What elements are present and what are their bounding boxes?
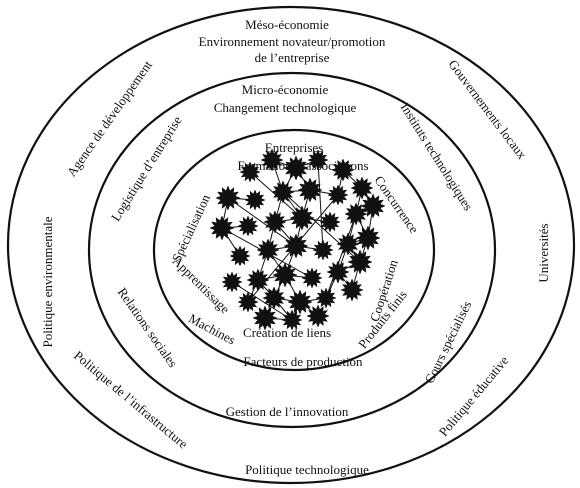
- network-node: [360, 193, 386, 219]
- label-relations: Relations sociales: [115, 285, 181, 370]
- network-node: [281, 309, 303, 331]
- outer-ellipse: [6, 5, 576, 485]
- network-node: [287, 289, 313, 315]
- network-node: [229, 245, 251, 267]
- meso-subtitle-1: Environnement novateur/promotion: [199, 34, 386, 49]
- label-politique-env: Politique environmentale: [40, 216, 55, 347]
- entreprises-subtitle: Formation d’associations: [237, 158, 368, 173]
- meso-title: Méso-économie: [245, 17, 329, 32]
- network-link: [325, 213, 357, 299]
- network-node: [260, 148, 284, 172]
- network-node: [246, 268, 270, 292]
- network-node: [283, 155, 309, 181]
- network-node: [239, 161, 261, 183]
- network-node: [256, 238, 280, 262]
- micro-title: Micro-économie: [242, 82, 329, 97]
- entreprises-title: Entreprises: [265, 140, 323, 155]
- network-node: [319, 211, 341, 233]
- network-node: [252, 305, 278, 331]
- network-node: [312, 239, 334, 261]
- micro-subtitle: Changement technologique: [214, 100, 357, 115]
- label-creation: Création de liens: [243, 325, 331, 340]
- network-node: [327, 184, 349, 206]
- label-facteurs: Facteurs de production: [243, 354, 363, 369]
- network-node: [350, 176, 374, 200]
- network-node: [331, 158, 355, 182]
- network-node: [307, 149, 329, 171]
- label-logistique: Logistique d’entreprise: [108, 113, 185, 224]
- network-node: [271, 180, 295, 204]
- network-node: [209, 215, 235, 241]
- meso-subtitle-2: de l’entreprise: [255, 50, 330, 65]
- label-universites: Universités: [536, 223, 551, 282]
- network-link: [227, 197, 297, 247]
- network-node: [326, 260, 350, 284]
- network-node: [221, 271, 243, 293]
- label-specialisation: Spécialisation: [169, 191, 214, 264]
- network-cluster: [209, 148, 386, 331]
- network-node: [297, 177, 323, 203]
- label-apprentissage: Apprentissage: [170, 253, 233, 316]
- network-node: [244, 189, 266, 211]
- network-link: [317, 159, 324, 251]
- network-node: [355, 225, 381, 251]
- network-node: [263, 210, 287, 234]
- network-node: [262, 286, 286, 310]
- inner-ellipse: [152, 128, 436, 372]
- network-node: [237, 215, 259, 237]
- network-node: [301, 267, 323, 289]
- network-node: [283, 233, 309, 259]
- label-gestion: Gestion de l’innovation: [226, 404, 349, 419]
- network-node: [347, 249, 373, 275]
- network-node: [340, 278, 364, 302]
- network-node: [237, 291, 259, 313]
- network-node: [289, 205, 315, 231]
- network-link: [231, 281, 293, 321]
- label-politique-tech: Politique technologique: [245, 462, 369, 477]
- network-node: [315, 287, 337, 309]
- network-node: [306, 304, 330, 328]
- label-machines: Machines: [186, 311, 238, 348]
- network-node: [336, 232, 360, 256]
- network-node: [215, 185, 241, 211]
- network-node: [272, 262, 298, 288]
- middle-ellipse: [87, 71, 497, 429]
